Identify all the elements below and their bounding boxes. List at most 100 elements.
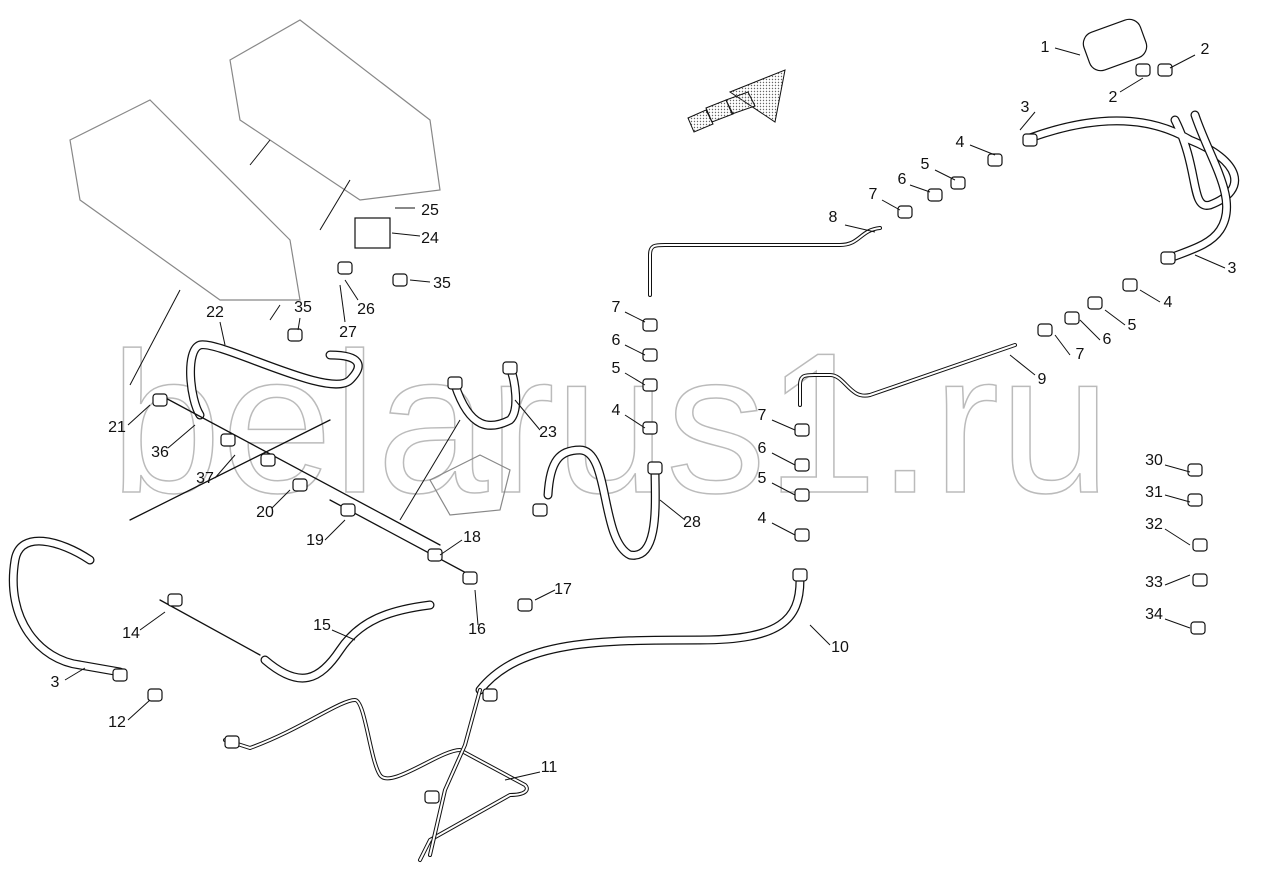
fitting-part: [897, 205, 913, 219]
fitting-part: [1087, 296, 1103, 310]
fitting-part: [794, 458, 810, 472]
tube: [159, 599, 261, 656]
cylinder-part: [1082, 18, 1148, 72]
tube-inner: [429, 689, 481, 856]
valve-part: [429, 454, 511, 516]
fitting-part: [424, 790, 440, 804]
leader-line: [624, 372, 646, 386]
tube: [159, 394, 441, 546]
hose: [1166, 111, 1230, 262]
callout-33: 33: [1145, 574, 1163, 591]
tube-inner: [224, 699, 528, 861]
leader-line: [1194, 254, 1226, 269]
callout-3: 3: [1021, 99, 1030, 116]
callout-4: 4: [612, 402, 621, 419]
callout-23: 23: [539, 424, 557, 441]
leader-line: [771, 419, 796, 431]
fitting-part: [1037, 323, 1053, 337]
callout-30: 30: [1145, 452, 1163, 469]
callout-6: 6: [612, 332, 621, 349]
fitting-part: [287, 328, 303, 342]
callout-1: 1: [1041, 39, 1050, 56]
fitting-part: [260, 453, 276, 467]
callout-7: 7: [1076, 346, 1085, 363]
hose: [451, 364, 519, 429]
hose: [187, 341, 362, 419]
callout-4: 4: [956, 134, 965, 151]
callout-37: 37: [196, 470, 214, 487]
block-part: [354, 217, 391, 249]
leader-line: [297, 317, 301, 331]
fitting-part: [152, 393, 168, 407]
leader-line: [127, 404, 151, 426]
fitting-part: [642, 378, 658, 392]
callout-22: 22: [206, 304, 224, 321]
leader-line: [771, 452, 796, 466]
leader-line: [271, 489, 291, 509]
fitting-part: [147, 688, 163, 702]
callout-36: 36: [151, 444, 169, 461]
callout-9: 9: [1038, 371, 1047, 388]
leader-line: [659, 499, 686, 521]
fitting-part: [427, 548, 443, 562]
fitting-part: [112, 668, 128, 682]
callout-6: 6: [1103, 331, 1112, 348]
callout-17: 17: [554, 581, 572, 598]
callout-32: 32: [1145, 516, 1163, 533]
callout-3: 3: [51, 674, 60, 691]
leader-line: [909, 184, 931, 193]
callout-28: 28: [683, 514, 701, 531]
leader-line: [1009, 354, 1036, 376]
tube: [129, 419, 331, 521]
leader-line: [771, 522, 796, 536]
fitting-part: [340, 503, 356, 517]
callout-24: 24: [421, 230, 439, 247]
fitting-part: [1157, 63, 1173, 77]
callout-26: 26: [357, 301, 375, 318]
leader-line: [474, 589, 479, 626]
leader-line: [399, 419, 461, 521]
callout-27: 27: [339, 324, 357, 341]
fitting-part: [482, 688, 498, 702]
leader-line: [339, 284, 346, 323]
leader-line: [771, 482, 796, 496]
leader-line: [1054, 334, 1071, 356]
callout-25: 25: [421, 202, 439, 219]
leader-line: [1104, 309, 1126, 326]
leader-line: [1079, 319, 1101, 341]
fitting-part: [642, 421, 658, 435]
hose: [10, 537, 124, 676]
fitting-part: [392, 273, 408, 287]
callout-7: 7: [612, 299, 621, 316]
leader-line: [1164, 494, 1191, 503]
callout-7: 7: [758, 407, 767, 424]
leader-line: [1119, 77, 1144, 93]
fitting-part: [337, 261, 353, 275]
fitting-part: [292, 478, 308, 492]
leader-line: [139, 611, 166, 631]
leader-line: [1019, 111, 1036, 131]
callout-16: 16: [468, 621, 486, 638]
leader-line: [1139, 289, 1161, 303]
fitting-part: [1135, 63, 1151, 77]
callout-31: 31: [1145, 484, 1163, 501]
fitting-part: [224, 735, 240, 749]
leader-line: [624, 311, 646, 323]
fitting-part: [502, 361, 518, 375]
fitting-part: [794, 528, 810, 542]
fitting-part: [447, 376, 463, 390]
callout-14: 14: [122, 625, 140, 642]
leader-line: [1054, 47, 1081, 56]
leader-line: [1164, 574, 1191, 586]
callout-3: 3: [1228, 260, 1237, 277]
callout-5: 5: [921, 156, 930, 173]
fitting-part: [1160, 251, 1176, 265]
fitting-part: [927, 188, 943, 202]
fitting-part: [1192, 573, 1208, 587]
hose: [476, 576, 804, 694]
hose: [544, 446, 659, 559]
leader-line: [249, 139, 271, 166]
callout-35: 35: [433, 275, 451, 292]
